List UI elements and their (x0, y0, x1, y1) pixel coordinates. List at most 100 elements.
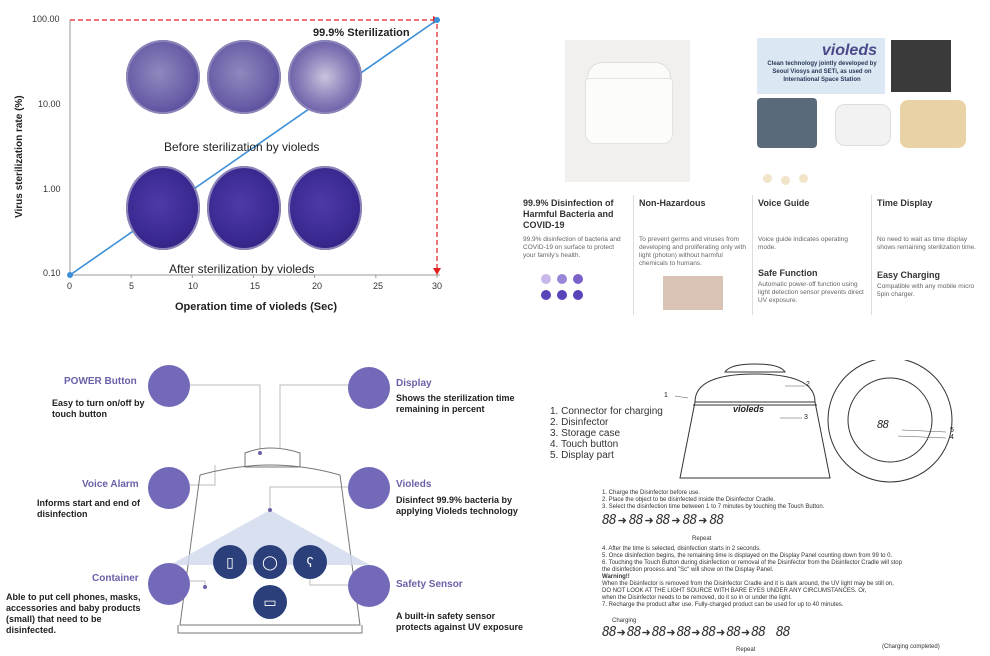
container-label: Container (92, 573, 139, 584)
x-tick: 0 (67, 281, 73, 291)
product-feature-panel: violeds Clean technology jointly develop… (505, 0, 990, 330)
part-item: 5. Display part (550, 450, 614, 461)
violeds-desc: Disinfect 99.9% bacteria by applying Vio… (396, 495, 518, 516)
power-label: POWER Button (64, 376, 137, 387)
part-item: 3. Storage case (550, 428, 621, 439)
x-axis-label: Operation time of violeds (Sec) (175, 301, 337, 313)
arrow-right-icon: ➜ (641, 627, 651, 639)
banner: violeds Clean technology jointly develop… (757, 38, 885, 94)
petri-dish-grid (537, 270, 595, 310)
arrow-right-icon: ➜ (716, 627, 726, 639)
petri-dish-before (207, 40, 281, 114)
feature-desc: Compatible with any mobile micro 5pin ch… (877, 283, 975, 298)
feature-desc: 99.9% disinfection of bacteria and COVID… (523, 236, 621, 259)
power-button-icon (148, 365, 190, 407)
callout-1: 1 (664, 392, 668, 399)
brand-logo: violeds (733, 404, 765, 414)
product-body (585, 78, 673, 144)
charging-completed-label: (Charging completed) (882, 644, 940, 650)
safety-sensor-icon (348, 565, 390, 607)
mask-icon: ▭ (253, 585, 287, 619)
data-point (434, 17, 440, 23)
callout-2: 2 (806, 381, 810, 388)
caption-before: Before sterilization by violeds (164, 140, 320, 154)
x-tick: 15 (250, 281, 261, 291)
callout-5: 5 (950, 427, 954, 434)
arrow-right-icon: ➜ (666, 627, 676, 639)
voice-desc: Informs start and end of disinfection (37, 498, 141, 519)
manual-panel: 1. Connector for charging 2. Disinfector… (540, 360, 990, 656)
caption-after: After sterilization by violeds (169, 262, 315, 276)
brand-logo: violeds (821, 42, 877, 59)
x-tick: 5 (129, 281, 135, 291)
callout-4: 4 (950, 434, 954, 441)
power-desc: Easy to turn on/off by touch button (52, 398, 145, 419)
x-tick: 25 (373, 281, 384, 291)
feature-title: Voice Guide (758, 198, 810, 208)
x-tick: 10 (188, 281, 199, 291)
toy-photo (900, 100, 966, 148)
callout-3: 3 (804, 414, 808, 421)
feature-desc: No need to wait as time display shows re… (877, 236, 976, 251)
feature-title: Safe Function (758, 268, 818, 278)
series-line (69, 19, 438, 276)
display-readout: 88 (877, 418, 889, 431)
voice-label: Voice Alarm (82, 479, 139, 490)
arrow-right-icon: ➜ (741, 627, 751, 639)
ring-icon: ◯ (253, 545, 287, 579)
x-tick: 30 (432, 281, 443, 291)
safety-label: Safety Sensor (396, 579, 463, 590)
pointer-dot (203, 585, 207, 589)
y-tick: 10.00 (38, 99, 61, 109)
display-icon (348, 367, 390, 409)
petri-dish-before (288, 40, 362, 114)
arrow-right-icon: ➜ (698, 515, 708, 527)
charging-sequence: 88➜ 88➜ 88➜ 88➜ 88➜ 88➜ 88 88 (602, 625, 791, 640)
timer-sequence: 88➜ 88➜ 88➜ 88➜ 88 (602, 513, 724, 528)
feature-desc: Automatic power-off function using light… (758, 281, 864, 304)
y-tick: 0.10 (43, 268, 61, 278)
chart-title: 99.9% Sterilization (313, 27, 410, 39)
repeat-label: Repeat (692, 536, 712, 542)
petri-dish-after (126, 166, 200, 250)
violeds-label: Violeds (396, 479, 432, 490)
container-icon (148, 563, 190, 605)
charging-label: Charging (612, 618, 637, 624)
petri-dish-before (126, 40, 200, 114)
arrow-right-icon: ➜ (644, 515, 654, 527)
arrow-right-icon: ➜ (616, 627, 626, 639)
feature-diagram-panel: POWER Button Easy to turn on/off by touc… (0, 335, 535, 656)
feature-desc: Voice guide indicates operating mode. (758, 236, 848, 251)
container-desc: Able to put cell phones, masks, accessor… (6, 592, 141, 635)
part-item: 1. Connector for charging (550, 406, 663, 417)
arrow-right-icon: ➜ (617, 515, 627, 527)
feature-title: Non-Hazardous (639, 198, 706, 208)
part-item: 4. Touch button (550, 439, 619, 450)
product-drawing (674, 360, 953, 483)
pointer-dot (258, 451, 262, 455)
family-photo (663, 276, 723, 310)
phone-icon: ▯ (213, 545, 247, 579)
parts-list: 1. Connector for charging 2. Disinfector… (550, 406, 663, 461)
feature-desc: To prevent germs and viruses from develo… (639, 236, 746, 267)
data-point (67, 272, 73, 278)
space-station-photo (891, 40, 951, 92)
repeat-label: Repeat (736, 647, 756, 653)
phone-photo (757, 98, 817, 148)
x-tick: 20 (312, 281, 323, 291)
product-photo (565, 40, 690, 182)
arrow-down-icon (433, 268, 441, 275)
feature-title: Easy Charging (877, 270, 941, 280)
mask-photo (835, 104, 891, 146)
arrow-right-icon: ➜ (671, 515, 681, 527)
voice-alarm-icon (148, 467, 190, 509)
feature-title: Time Display (877, 198, 933, 208)
sterilization-chart-panel: Virus sterilization rate (%) 100.00 10.0… (0, 0, 500, 330)
arrow-right-icon: ➜ (691, 627, 701, 639)
banner-text: Clean technology jointly developed by Se… (767, 61, 877, 83)
petri-dish-after (288, 166, 362, 250)
feature-title: 99.9% Disinfection of Harmful Bacteria a… (523, 198, 614, 230)
display-desc: Shows the sterilization time remaining i… (396, 393, 515, 414)
instructions-b: 4. After the time is selected, disinfect… (602, 546, 902, 608)
part-item: 2. Disinfector (550, 417, 609, 428)
